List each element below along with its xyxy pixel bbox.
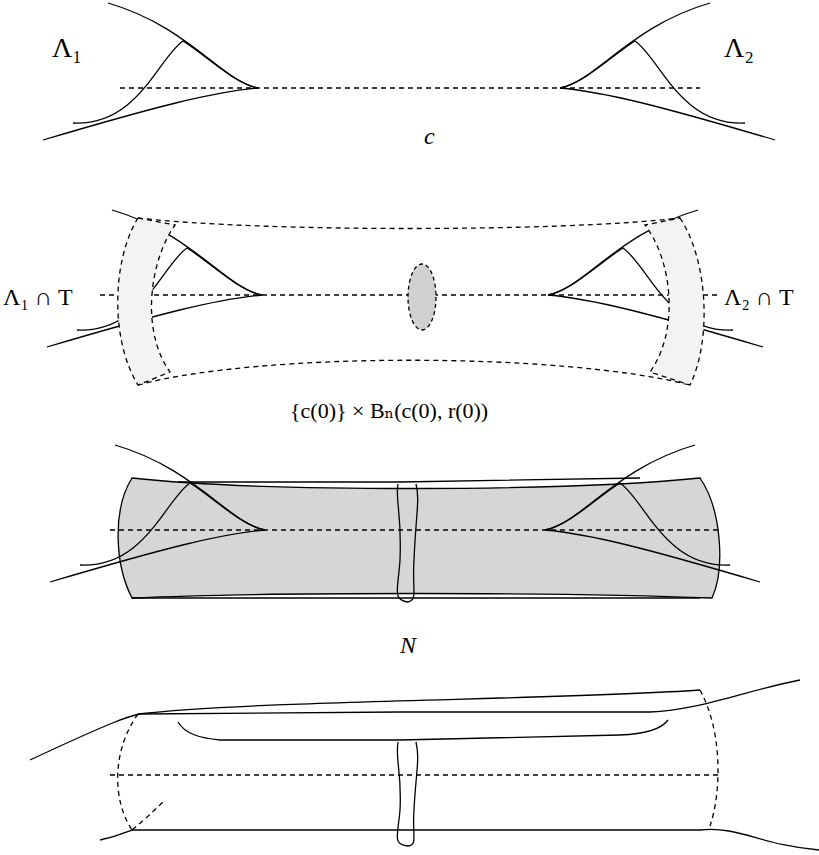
math-label: Λ₂ ∩ T [724, 285, 794, 309]
sheet-line [178, 478, 640, 482]
math-label: {c(0)} × Bₙ(c(0), r(0)) [290, 400, 488, 422]
front-curve [77, 248, 262, 330]
front-curve [73, 41, 258, 123]
front-curve [548, 248, 733, 330]
math-label: Λ₁ ∩ T [3, 285, 73, 309]
patch [645, 218, 704, 385]
front-curve [108, 3, 258, 88]
tube-boundary [118, 714, 138, 830]
math-label: N [400, 633, 416, 657]
reeb-chord [110, 529, 720, 530]
neck [397, 742, 417, 846]
tube-boundary [132, 800, 165, 830]
front-curve [545, 530, 760, 582]
front-curve [560, 88, 775, 140]
front-curve [560, 3, 710, 88]
front-curve [80, 483, 265, 565]
sheet-line [132, 597, 700, 598]
front-curve [50, 530, 265, 582]
tube-boundary [700, 690, 718, 826]
front-curve [100, 829, 819, 850]
math-label: Λ₁ [52, 34, 82, 62]
front-curve [545, 445, 695, 530]
patch [118, 218, 175, 385]
math-label: Λ₂ [724, 34, 754, 62]
sheet-line [178, 720, 668, 740]
sheet-line [138, 690, 700, 714]
tube-boundary [138, 360, 690, 385]
front-curve [115, 445, 265, 530]
reeb-chord [120, 87, 700, 88]
front-curve [43, 88, 258, 140]
front-curve [30, 680, 800, 760]
reeb-chord [110, 774, 720, 775]
front-curve [560, 41, 745, 123]
tube-boundary [138, 218, 680, 229]
neck [397, 484, 417, 602]
front-curve [545, 483, 730, 565]
math-label: c [424, 124, 435, 148]
ball-slice [408, 264, 436, 330]
